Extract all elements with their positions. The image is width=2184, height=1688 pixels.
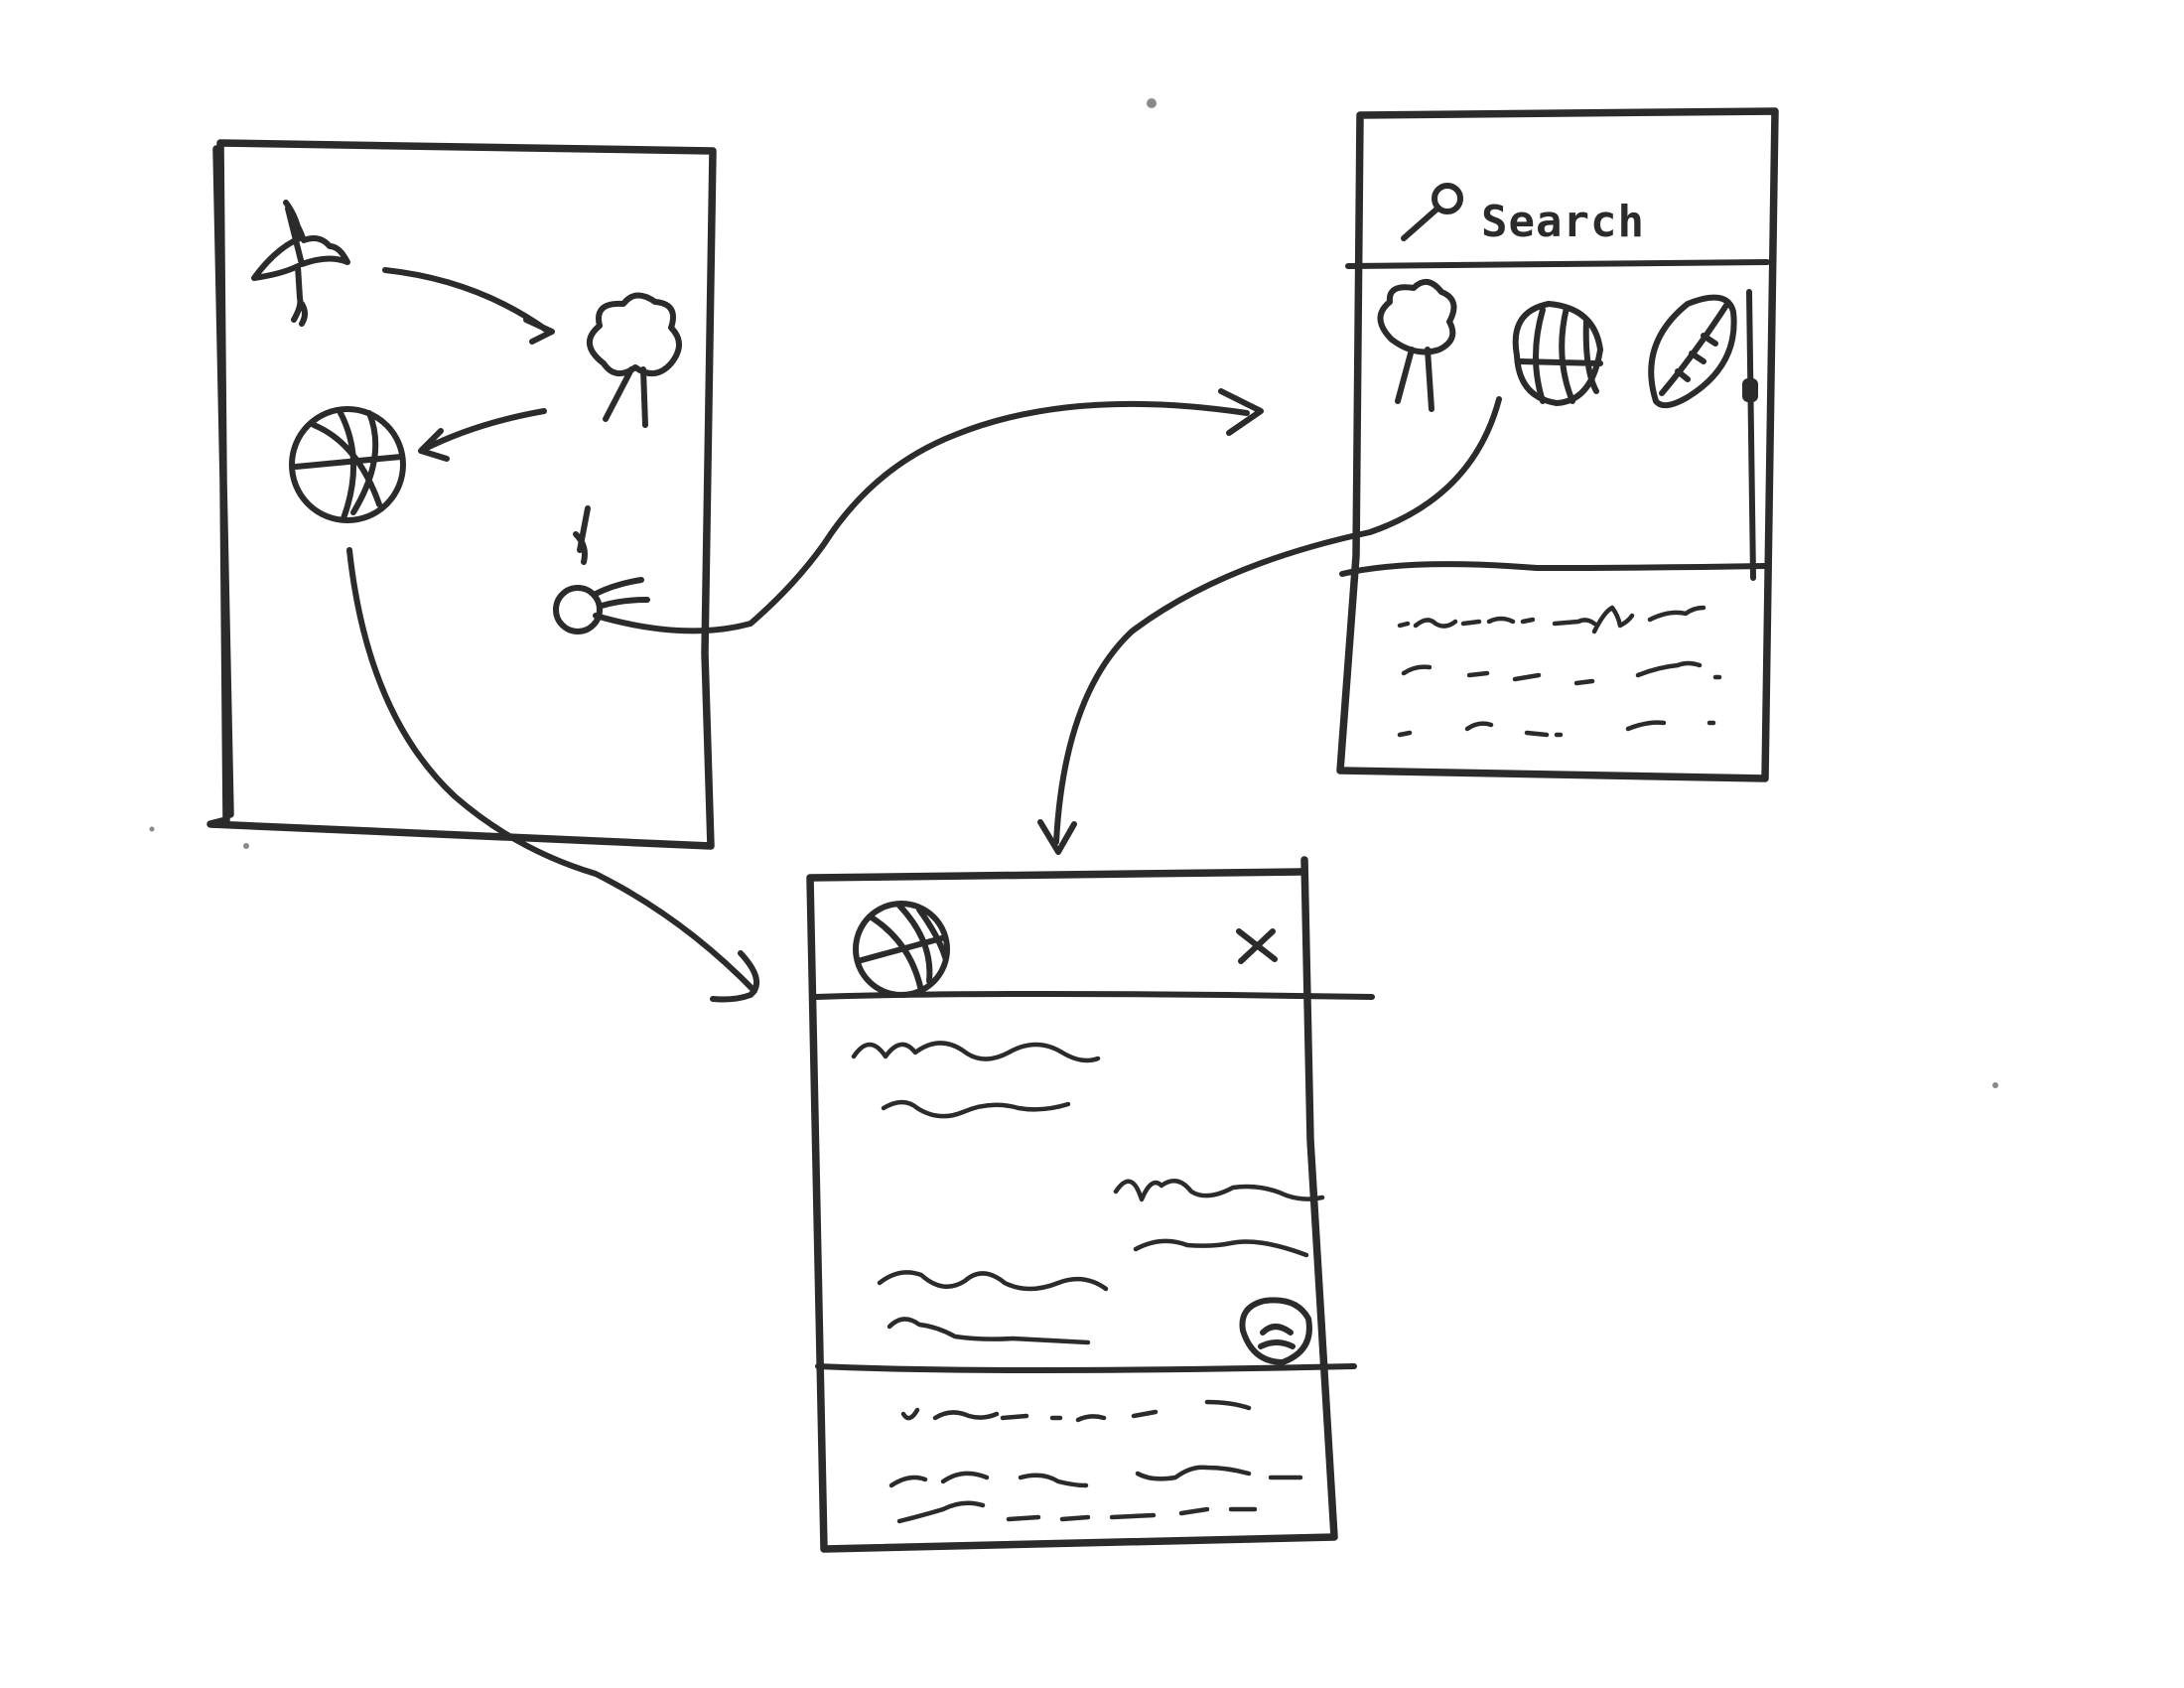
header-divider xyxy=(813,991,1375,1000)
close-icon[interactable] xyxy=(1236,928,1278,964)
basketball-icon[interactable] xyxy=(289,406,406,523)
search-icon[interactable] xyxy=(1401,183,1463,241)
screen-home-frame xyxy=(206,139,717,850)
tree-icon[interactable] xyxy=(587,292,682,428)
search-bar-divider xyxy=(1345,259,1770,269)
basketball-icon xyxy=(853,901,950,998)
body-text-placeholder xyxy=(851,1041,1325,1345)
football-icon[interactable] xyxy=(1648,294,1737,409)
search-label[interactable]: Search xyxy=(1481,197,1645,247)
screen-detail xyxy=(806,856,1375,1553)
sprout-icon[interactable] xyxy=(553,505,650,634)
arrow-tree-to-ball xyxy=(418,408,547,462)
paper-specks xyxy=(149,98,1998,1088)
screen-search: Search xyxy=(1336,107,1779,782)
arrow-search-to-detail xyxy=(1037,396,1502,855)
text-placeholder xyxy=(1397,605,1722,738)
screen-search-frame xyxy=(1336,107,1779,782)
carousel-scrollbar[interactable] xyxy=(1742,289,1758,581)
screen-home xyxy=(206,139,717,850)
arrow-home-to-search xyxy=(593,388,1264,634)
bird-icon[interactable] xyxy=(251,200,350,327)
footer-text-placeholder xyxy=(888,1399,1303,1524)
badge-icon[interactable] xyxy=(1239,1297,1312,1365)
content-divider xyxy=(1339,561,1768,577)
basketball-icon[interactable] xyxy=(1512,301,1603,406)
footer-divider xyxy=(815,1363,1357,1373)
arrow-home-to-detail xyxy=(346,547,760,1003)
screen-detail-frame xyxy=(806,856,1338,1553)
tree-icon[interactable] xyxy=(1377,279,1457,412)
arrow-bird-to-tree xyxy=(382,267,555,345)
